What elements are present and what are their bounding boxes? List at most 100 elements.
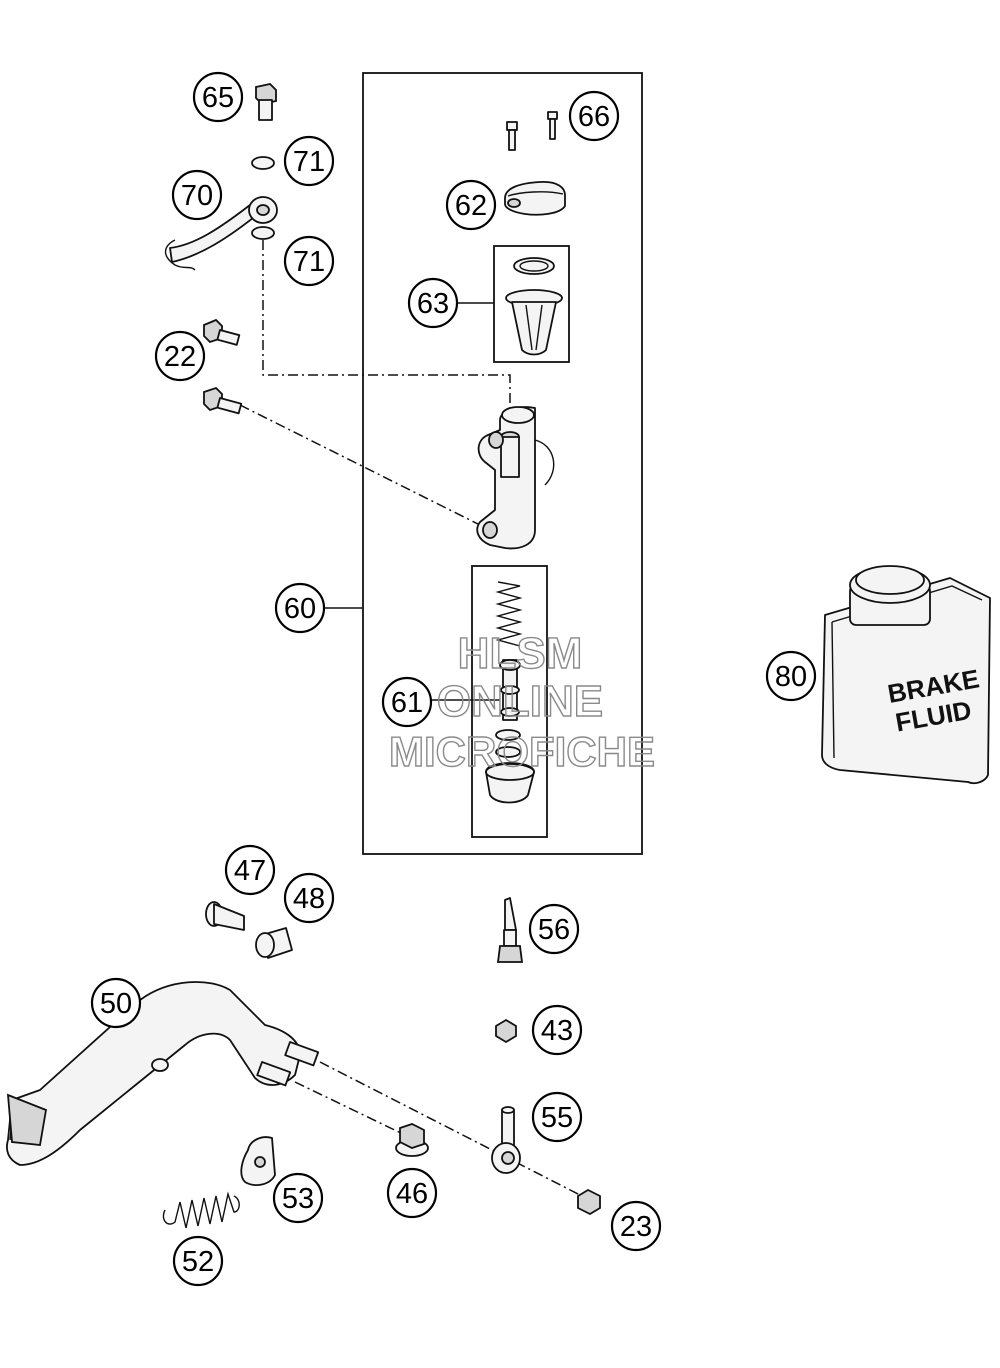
callout-46: 46	[386, 1167, 438, 1219]
reservoir-filter-part	[505, 289, 563, 356]
callout-label: 48	[293, 883, 325, 915]
callout-80: 80	[765, 650, 817, 702]
callout-circle	[407, 277, 459, 329]
master-cylinder-body-part	[476, 406, 555, 550]
callout-circle	[90, 977, 142, 1029]
callout-63: 63	[407, 277, 459, 329]
callout-52: 52	[172, 1235, 224, 1287]
pushrod-nut-part	[577, 1188, 601, 1216]
callout-circle	[154, 330, 206, 382]
callout-circle	[274, 582, 326, 634]
callout-23: 23	[610, 1200, 662, 1252]
reservoir-seal-part	[513, 257, 555, 275]
spring-hanger-plate-part	[240, 1136, 276, 1186]
brake-hose-part	[164, 196, 278, 271]
banjo-bolt-part	[255, 83, 277, 121]
callout-label: 47	[234, 855, 266, 887]
callout-71a: 71	[283, 135, 335, 187]
callout-70: 70	[171, 169, 223, 221]
callout-circle	[386, 1167, 438, 1219]
pedal-bushing-part	[255, 927, 293, 959]
callout-label: 53	[282, 1183, 314, 1215]
callout-60: 60	[274, 582, 326, 634]
copper-washer-upper-part	[251, 156, 275, 170]
callout-47: 47	[224, 844, 276, 896]
watermark-line1: HLSM	[458, 629, 583, 678]
callout-48: 48	[283, 872, 335, 924]
callout-label: 71	[293, 246, 325, 278]
callout-circle	[765, 650, 817, 702]
callout-label: 56	[538, 914, 570, 946]
callout-circle	[283, 135, 335, 187]
callout-label: 70	[181, 180, 213, 212]
callout-label: 52	[182, 1246, 214, 1278]
lock-nut-part	[495, 1018, 517, 1044]
callout-label: 65	[202, 82, 234, 114]
callout-66: 66	[568, 90, 620, 142]
callout-circle	[224, 844, 276, 896]
callout-circle	[283, 872, 335, 924]
callout-circle	[171, 169, 223, 221]
pedal-pin-part	[205, 901, 245, 931]
callout-label: 23	[620, 1211, 652, 1243]
callout-circle	[568, 90, 620, 142]
brake-pedal-part	[6, 981, 320, 1166]
callout-label: 61	[391, 687, 423, 719]
callout-61: 61	[381, 676, 433, 728]
callout-circle	[528, 903, 580, 955]
screw-long-part	[203, 386, 243, 415]
piston-kit-part	[485, 581, 535, 804]
callout-label: 22	[164, 341, 196, 373]
callout-circle	[272, 1172, 324, 1224]
callout-label: 66	[578, 101, 610, 133]
callout-label: 62	[455, 190, 487, 222]
callout-circle	[531, 1004, 583, 1056]
assembly-line-pedal	[294, 1081, 406, 1136]
assembly-line-hose	[262, 240, 511, 410]
callout-circle	[192, 71, 244, 123]
callout-circle	[283, 235, 335, 287]
brake-fluid-can-part: BRAKE FLUID	[821, 565, 991, 785]
callout-label: 63	[417, 288, 449, 320]
assembly-line-bolt	[239, 404, 481, 526]
callout-56: 56	[528, 903, 580, 955]
watermark-line3: MICROFICHE	[389, 728, 655, 775]
reservoir-cap-part	[504, 181, 566, 216]
callout-71b: 71	[283, 235, 335, 287]
flange-nut-part	[395, 1123, 429, 1157]
callout-circle	[610, 1200, 662, 1252]
callout-50: 50	[90, 977, 142, 1029]
callout-label: 60	[284, 593, 316, 625]
callout-label: 43	[541, 1015, 573, 1047]
callout-label: 46	[396, 1178, 428, 1210]
watermark: HLSM ONLINE MICROFICHE	[388, 628, 655, 775]
assembly-line-pushrod	[319, 1061, 581, 1196]
callout-43: 43	[531, 1004, 583, 1056]
callout-circle	[381, 676, 433, 728]
piston-kit-box	[471, 565, 548, 838]
push-rod-part	[496, 897, 524, 963]
callout-circle	[445, 179, 497, 231]
callout-65: 65	[192, 71, 244, 123]
callout-53: 53	[272, 1172, 324, 1224]
callout-label: 80	[775, 661, 807, 693]
callout-62: 62	[445, 179, 497, 231]
clevis-part	[491, 1106, 521, 1174]
copper-washer-lower-part	[251, 226, 275, 240]
master-cylinder-group-box	[362, 72, 643, 855]
cover-screw-right-part	[547, 111, 558, 140]
callout-label: 71	[293, 146, 325, 178]
callout-circle	[531, 1091, 583, 1143]
callout-layer: 65 71 70 71 66 62 63 22 60 61 80 47 48 56 50 43 55 53 46 23…	[90, 71, 817, 1287]
callout-circle	[172, 1235, 224, 1287]
callout-label: 55	[541, 1102, 573, 1134]
reservoir-kit-box	[493, 245, 570, 363]
cover-screw-left-part	[506, 121, 518, 151]
watermark-line2: ONLINE	[437, 677, 603, 726]
return-spring-part	[162, 1191, 240, 1229]
callout-22: 22	[154, 330, 206, 382]
screw-short-part	[203, 318, 241, 346]
callout-label: 50	[100, 988, 132, 1020]
callout-55: 55	[531, 1091, 583, 1143]
